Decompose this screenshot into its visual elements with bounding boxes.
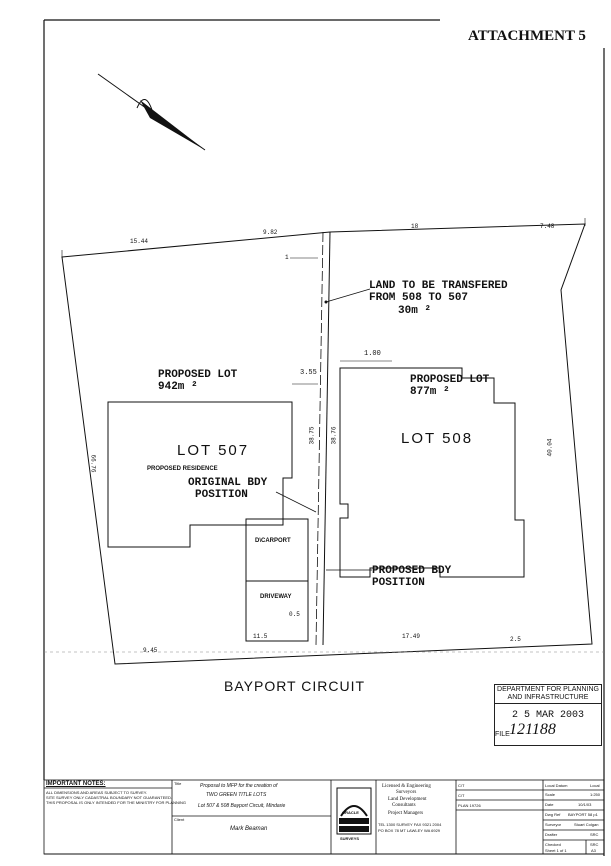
driveway-outline <box>245 580 309 642</box>
dwg-ref-value: BAYPORT 58 p1 <box>568 812 598 817</box>
dim-bottom-mid-right: 17.49 <box>402 633 421 640</box>
dim-left-side: 66.76 <box>89 454 97 473</box>
proposal-line1: Proposal to MFP for the creation of <box>200 783 278 789</box>
dim-bottom-mid-left: 11.5 <box>253 633 268 640</box>
firm-line4: Consultants <box>392 803 416 808</box>
proposed-bdy-line2: POSITION <box>372 577 425 589</box>
dim-bottom-right: 2.5 <box>510 636 521 643</box>
checked-value: SRC <box>590 842 599 847</box>
scale-label: Scale <box>545 792 556 797</box>
drafter-value: SRC <box>590 832 599 837</box>
dpi-received-stamp: DEPARTMENT FOR PLANNING AND INFRASTRUCTU… <box>494 684 602 746</box>
dim-top-mid: 9.82 <box>263 229 278 236</box>
stamp-file-label: FILE <box>495 731 510 738</box>
firm-line2: Surveyors <box>396 790 417 795</box>
proposed-bdy-line1: PROPOSED BDY <box>372 565 452 577</box>
sheet-label: Sheet 1 of 1 <box>545 848 567 853</box>
note-1: ALL DIMENSIONS AND AREAS SUBJECT TO SURV… <box>46 790 148 795</box>
stamp-date: 2 5 MAR 2003 <box>511 710 584 721</box>
surveyor-value: Stuart Colgan <box>574 822 599 827</box>
note-3: THIS PROPOSAL IS ONLY INTENDED FOR THE M… <box>46 800 186 805</box>
dim-offset-100: 1.00 <box>364 350 381 358</box>
transfer-area: 30m ² <box>398 305 432 317</box>
ct-label-1: C/T <box>458 783 465 788</box>
stamp-header-line1: DEPARTMENT FOR PLANNING <box>497 686 599 693</box>
dim-mid-right: 38.76 <box>330 426 338 445</box>
proposed-residence-label: PROPOSED RESIDENCE <box>147 466 218 472</box>
firm-line1: Licensed & Engineering <box>382 784 431 789</box>
site-boundary <box>61 223 593 665</box>
street-name: BAYPORT CIRCUIT <box>224 678 366 694</box>
stamp-header-line2: AND INFRASTRUCTURE <box>507 694 589 701</box>
local-datum-value: Local <box>590 783 600 788</box>
original-boundary-line <box>315 231 324 646</box>
oracle-surveys-logo-icon <box>336 787 372 835</box>
lot508-label: LOT 508 <box>401 430 474 447</box>
surveyor-label: Surveyor <box>545 822 562 827</box>
lot507-house-outline <box>107 401 293 548</box>
transfer-leader <box>325 288 371 303</box>
local-datum-label: Local Datum <box>545 783 568 788</box>
stamp-file-number: 121188 <box>509 721 556 738</box>
firm-line5: Project Managers <box>388 811 424 816</box>
firm-line3: Land Development <box>388 797 427 802</box>
plan-number: PLAN 19726 <box>458 803 481 808</box>
transfer-label-line2: FROM 508 TO 507 <box>369 292 469 304</box>
firm-phone: TEL 1300 SURVEY FAX 9321 2004 <box>378 822 442 827</box>
title-block-grid <box>43 779 605 855</box>
drafter-label: Drafter <box>545 832 558 837</box>
checked-label: Checked <box>545 842 561 847</box>
notes-title: IMPORTANT NOTES: <box>46 781 106 787</box>
lot508-house-outline <box>339 367 525 578</box>
original-bdy-line1: ORIGINAL BDY <box>188 477 268 489</box>
lot508-proposed-title: PROPOSED LOT <box>410 374 490 386</box>
north-arrow-icon <box>97 73 206 151</box>
dim-bottom-left: 9.45 <box>143 647 158 654</box>
proposal-line3: Lot 507 & 508 Bayport Circuit, Mindarie <box>198 803 286 809</box>
client-field-label: Client <box>174 817 185 822</box>
attachment-label: ATTACHMENT 5 <box>468 28 586 44</box>
note-2: SITE SURVEY ONLY CADASTRAL BOUNDARY NOT … <box>46 795 173 800</box>
lot507-label: LOT 507 <box>177 442 250 459</box>
original-bdy-leader <box>275 491 317 513</box>
title-field-label: Title <box>174 781 182 786</box>
dim-offset-355: 3.55 <box>300 369 317 377</box>
scale-value: 1:250 <box>590 792 601 797</box>
proposed-boundary-line <box>322 231 331 646</box>
sheet-size: A3 <box>591 848 596 853</box>
dim-mid-left: 38.75 <box>308 426 316 445</box>
logo-text-line1: ORACLE <box>342 810 359 815</box>
dim-driveway-offset: 0.5 <box>289 611 300 618</box>
dim-top-right: 18 <box>411 223 419 230</box>
carport-label: D\CARPORT <box>255 538 291 544</box>
client-name: Mark Beaman <box>230 826 268 832</box>
original-bdy-line2: POSITION <box>195 489 248 501</box>
lot507-proposed-title: PROPOSED LOT <box>158 369 238 381</box>
dim-right-side: 40.04 <box>546 438 554 457</box>
transfer-label-line1: LAND TO BE TRANSFERED <box>369 280 508 292</box>
date-value: 10/1/03 <box>578 802 592 807</box>
carport-outline <box>245 518 309 582</box>
date-label: Date <box>545 802 554 807</box>
dwg-ref-label: Dwg Ref <box>545 812 561 817</box>
lot507-area: 942m ² <box>158 381 198 393</box>
dim-top-far-right: 7.48 <box>540 223 555 230</box>
marker-1: 1 <box>285 254 289 261</box>
firm-address: PO BOX 78 MT LAWLEY WA 6929 <box>378 828 441 833</box>
logo-text-line2: SURVEYS <box>340 836 360 841</box>
dim-top-left: 15.44 <box>130 238 149 245</box>
ct-label-2: C/T <box>458 793 465 798</box>
driveway-label: DRIVEWAY <box>260 594 292 600</box>
proposal-line2: TWO GREEN TITLE LOTS <box>206 792 267 798</box>
lot508-area: 877m ² <box>410 386 450 398</box>
